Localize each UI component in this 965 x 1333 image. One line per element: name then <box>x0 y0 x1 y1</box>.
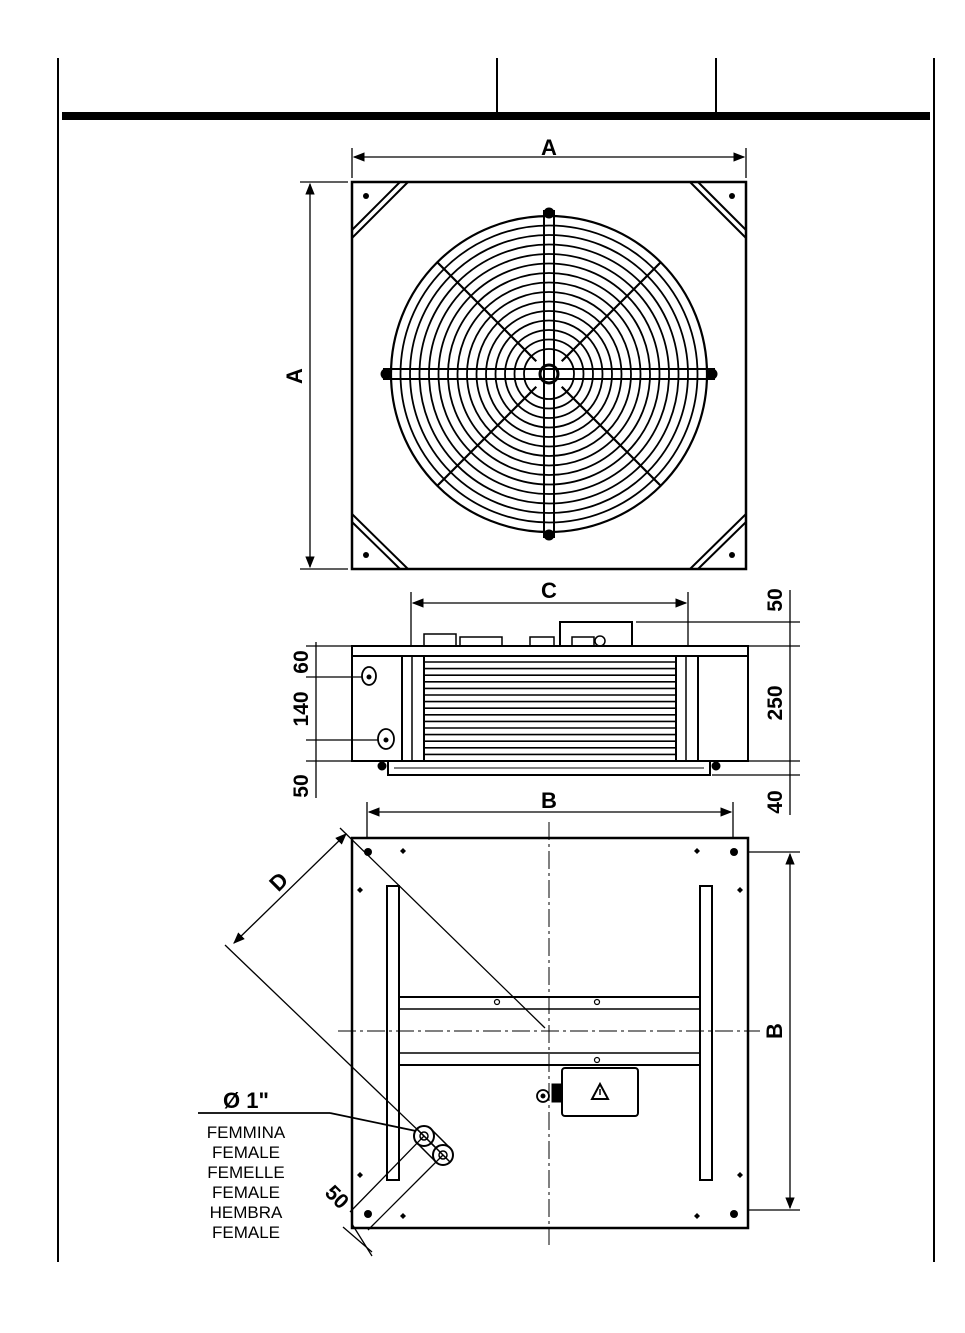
top-view: A A <box>282 135 746 569</box>
dim-a-height-label: A <box>282 368 307 384</box>
side-view-dimensions <box>306 590 800 815</box>
dim-left-140: 140 <box>290 691 313 726</box>
connection-type-en-3: FEMALE <box>212 1223 280 1242</box>
dim-left-50: 50 <box>290 774 313 797</box>
connection-type-fr: FEMELLE <box>207 1163 284 1182</box>
dim-left-60: 60 <box>290 650 313 673</box>
dim-d-label: D <box>264 867 293 896</box>
dim-offset-50: 50 <box>320 1181 353 1214</box>
dim-a-width-label: A <box>541 135 557 160</box>
dim-top-50: 50 <box>764 588 787 611</box>
connection-type-en-2: FEMALE <box>212 1183 280 1202</box>
dim-b-height-label: B <box>762 1023 787 1039</box>
connection-type-list: FEMMINA FEMALE FEMELLE FEMALE HEMBRA FEM… <box>207 1123 286 1242</box>
connection-size-label: Ø 1" <box>223 1088 269 1113</box>
connection-type-en: FEMALE <box>212 1143 280 1162</box>
dim-b-width-label: B <box>541 788 557 813</box>
dim-c-label: C <box>541 578 557 603</box>
connection-type-it: FEMMINA <box>207 1123 286 1142</box>
dim-bottom-40: 40 <box>764 790 787 813</box>
connection-type-es: HEMBRA <box>210 1203 283 1222</box>
dim-body-250: 250 <box>764 685 787 720</box>
bottom-view <box>338 822 760 1245</box>
